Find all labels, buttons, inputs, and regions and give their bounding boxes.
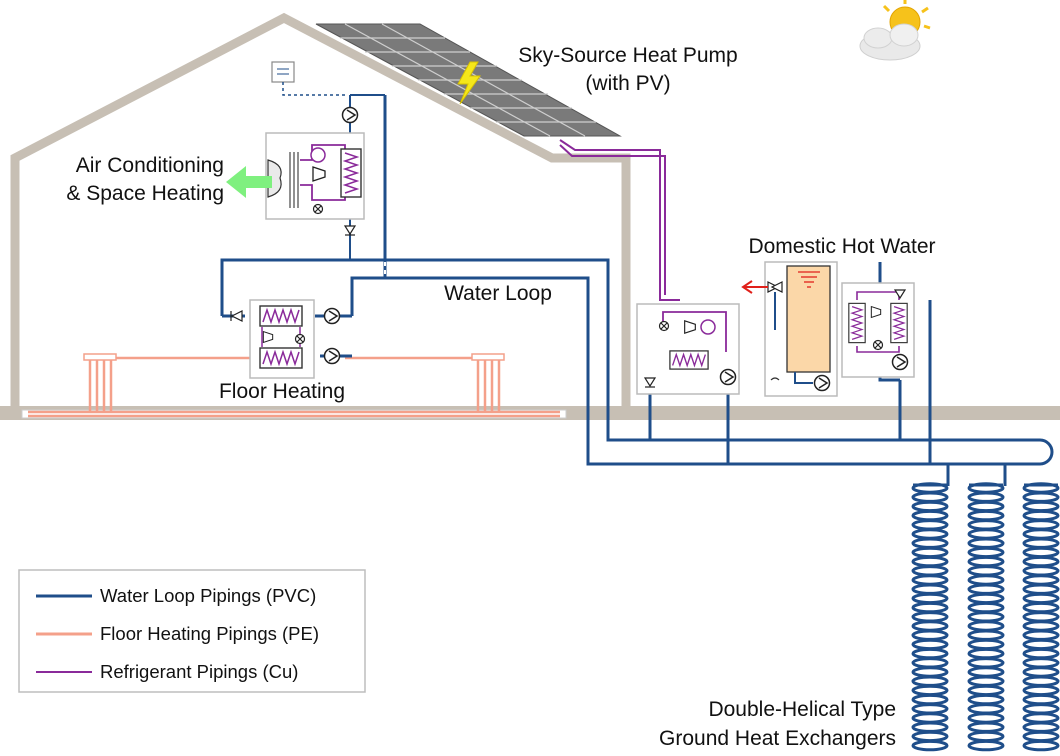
- space-heating-label: & Space Heating: [66, 182, 224, 205]
- pv-panels: [315, 23, 622, 137]
- domestic-hot-water-label: Domestic Hot Water: [748, 235, 935, 258]
- floor-heating-label: Floor Heating: [219, 380, 345, 403]
- ground-heat-exchangers: [911, 482, 1060, 752]
- helix-coil: [1022, 482, 1060, 752]
- floor-heating-unit: [230, 299, 341, 379]
- floor-heating-pipes: [21, 353, 567, 419]
- air-outflow-arrow: [226, 166, 272, 198]
- legend-item-floor: Floor Heating Pipings (PE): [100, 623, 319, 644]
- helix-coil: [911, 482, 949, 752]
- refrigerant-pipes-pv: [559, 139, 680, 301]
- legend-item-water: Water Loop Pipings (PVC): [100, 585, 316, 606]
- weather-icon: [859, 0, 931, 61]
- air-conditioning-label: Air Conditioning: [76, 154, 224, 177]
- house-outline: [10, 12, 631, 418]
- pipe-crossing-marks: [384, 262, 1006, 462]
- water-loop-label: Water Loop: [444, 282, 552, 305]
- sky-source-unit: [636, 303, 740, 395]
- sky-source-sublabel: (with PV): [585, 72, 670, 95]
- legend: Water Loop Pipings (PVC) Floor Heating P…: [18, 569, 366, 693]
- sky-source-label: Sky-Source Heat Pump: [518, 44, 737, 67]
- domestic-hot-water-unit: [741, 261, 915, 397]
- ghe-label-line1: Double-Helical Type: [708, 698, 896, 721]
- helix-coil: [967, 482, 1005, 752]
- air-conditioning-unit: [265, 106, 365, 236]
- ghe-label-line2: Ground Heat Exchangers: [659, 727, 896, 750]
- legend-item-refrigerant: Refrigerant Pipings (Cu): [100, 661, 298, 682]
- thermostat-link: [271, 61, 345, 96]
